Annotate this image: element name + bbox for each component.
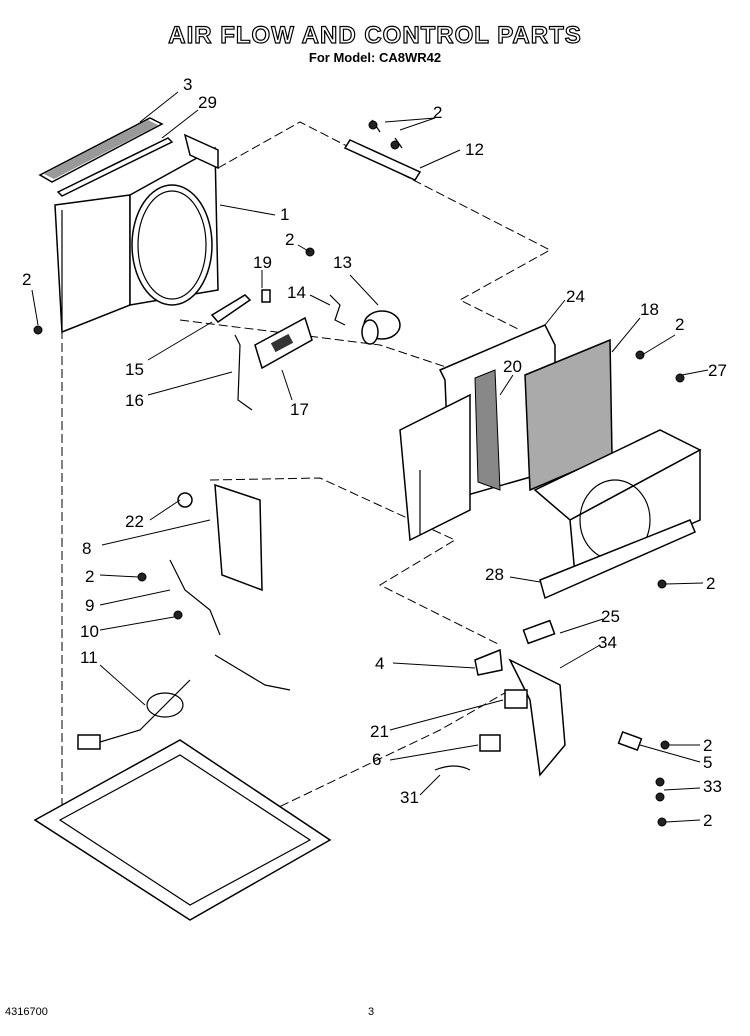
page-number: 3: [368, 1006, 375, 1018]
part-1-shroud: [54, 133, 219, 334]
part-15-bracket: [210, 289, 271, 323]
callout-14: 14: [287, 283, 306, 302]
callout-18: 18: [640, 300, 659, 319]
leader-lines: [31, 91, 709, 823]
part-8-panel: [177, 483, 263, 592]
callout-33: 33: [703, 777, 722, 796]
callout-6: 6: [372, 750, 381, 769]
callout-2-lower-2: 2: [703, 811, 712, 830]
callout-1: 1: [280, 205, 289, 224]
callout-28: 28: [485, 565, 504, 584]
callout-8: 8: [82, 539, 91, 558]
part-21-switch: [504, 689, 528, 709]
callout-2-right-middle: 2: [706, 574, 715, 593]
callout-2-right-upper: 2: [675, 315, 684, 334]
part-28-bar: [539, 519, 696, 600]
part-31-wire: [434, 765, 471, 771]
callout-2-lower-1: 2: [703, 736, 712, 755]
callout-20: 20: [503, 357, 522, 376]
callout-27: 27: [708, 361, 727, 380]
part-14-clamp: [329, 294, 346, 326]
part-4-bracket: [474, 648, 503, 676]
callout-21: 21: [370, 722, 389, 741]
part-24-partition: [399, 324, 556, 542]
part-29-strip: [56, 137, 174, 197]
part-9-cable: [169, 559, 221, 636]
part-3-filter: [38, 117, 164, 183]
part-20-filter: [474, 369, 501, 491]
part-13-capacitor: [361, 310, 401, 345]
callout-3: 3: [183, 75, 192, 94]
part-11-power-cord: [77, 654, 291, 750]
callout-13: 13: [333, 253, 352, 272]
model-subtitle: For Model: CA8WR42: [308, 50, 442, 65]
callout-12: 12: [465, 140, 484, 159]
callout-34: 34: [598, 633, 617, 652]
part-12-bracket: [343, 119, 422, 181]
document-number: 4316700: [5, 1006, 48, 1018]
part-6-switch: [479, 734, 501, 752]
callout-10: 10: [80, 622, 99, 641]
callout-24: 24: [566, 287, 585, 306]
callout-25: 25: [601, 607, 620, 626]
callout-9: 9: [85, 596, 94, 615]
callout-2-left-middle: 2: [85, 567, 94, 586]
base-tray-right: [533, 429, 702, 577]
callout-15: 15: [125, 360, 144, 379]
part-16-rod: [234, 334, 253, 411]
callout-17: 17: [290, 400, 309, 419]
callout-22: 22: [125, 512, 144, 531]
assembly-guide-lines: [61, 121, 552, 841]
callout-4: 4: [375, 654, 384, 673]
callout-2-top: 2: [433, 103, 442, 122]
base-pan: [33, 739, 332, 921]
callout-16: 16: [125, 391, 144, 410]
callout-2-left: 2: [22, 270, 31, 289]
callout-11: 11: [80, 648, 98, 667]
callout-2-capacitor-screw: 2: [285, 230, 294, 249]
callout-5: 5: [703, 753, 712, 772]
part-17-board: [254, 316, 313, 370]
callout-labels: 3 29 1 2 2 19 2 13 14 15 16 17 2 12 24 1…: [22, 75, 727, 830]
callout-29: 29: [198, 93, 217, 112]
part-5-knob: [617, 730, 643, 752]
page-title: AIR FLOW AND CONTROL PARTS: [168, 21, 582, 49]
callout-19: 19: [253, 253, 272, 272]
callout-31: 31: [400, 788, 419, 807]
